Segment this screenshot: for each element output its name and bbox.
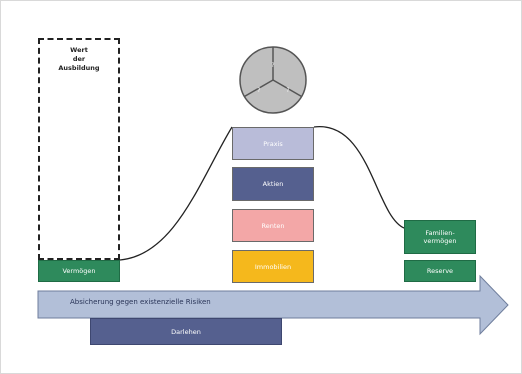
reserve-box: Reserve xyxy=(404,260,476,282)
stack-item-renten: Renten xyxy=(232,209,314,242)
pie-segment-label: ? xyxy=(271,62,274,69)
stack-item-immobilien: Immobilien xyxy=(232,250,314,283)
stack-item-praxis: Praxis xyxy=(232,127,314,160)
risk-arrow-label: Absicherung gegen existenzielle Risiken xyxy=(70,298,211,306)
education-value-box xyxy=(38,38,120,260)
stack-item-aktien: Aktien xyxy=(232,167,314,201)
pie-segment-label: ? xyxy=(286,87,289,94)
fall-curve xyxy=(313,126,405,229)
loan-box: Darlehen xyxy=(90,318,282,345)
rise-curve xyxy=(119,126,233,261)
pie-chart: ? ? ? xyxy=(239,46,307,114)
pie-segment-label: ? xyxy=(257,87,260,94)
family-assets-box: Familien- vermögen xyxy=(404,220,476,254)
education-value-label: Wert der Ausbildung xyxy=(58,46,100,72)
assets-box: Vermögen xyxy=(38,260,120,282)
